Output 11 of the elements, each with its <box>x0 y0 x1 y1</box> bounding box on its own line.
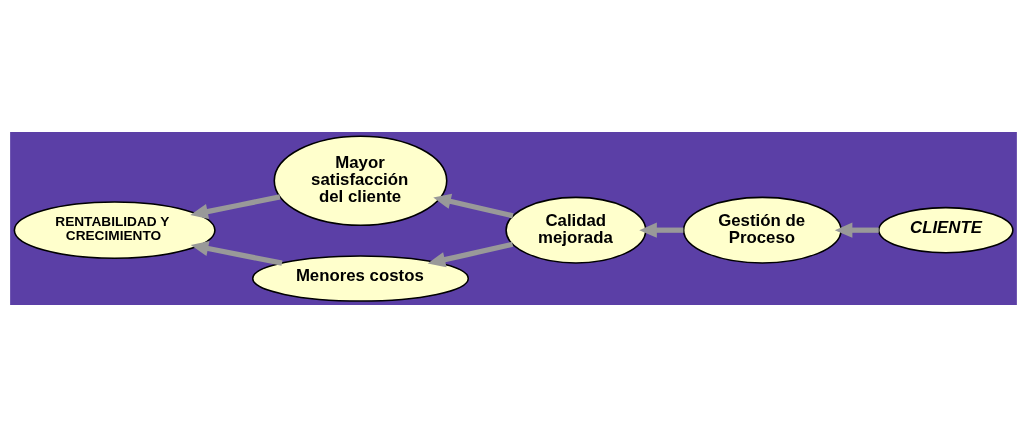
arrow <box>834 222 879 238</box>
node-ellipse: Mayor satisfacción del cliente <box>273 135 448 227</box>
node-ellipse: Calidad mejorada <box>505 196 647 264</box>
node-ellipse: CLIENTE <box>878 206 1014 254</box>
arrow <box>433 193 514 219</box>
arrow <box>190 240 283 266</box>
node-ellipse: Gestión de Proceso <box>682 196 842 264</box>
arrow <box>639 222 684 238</box>
node-ellipse: Menores costos <box>251 255 470 302</box>
arrow <box>427 241 514 268</box>
arrow <box>190 194 281 220</box>
